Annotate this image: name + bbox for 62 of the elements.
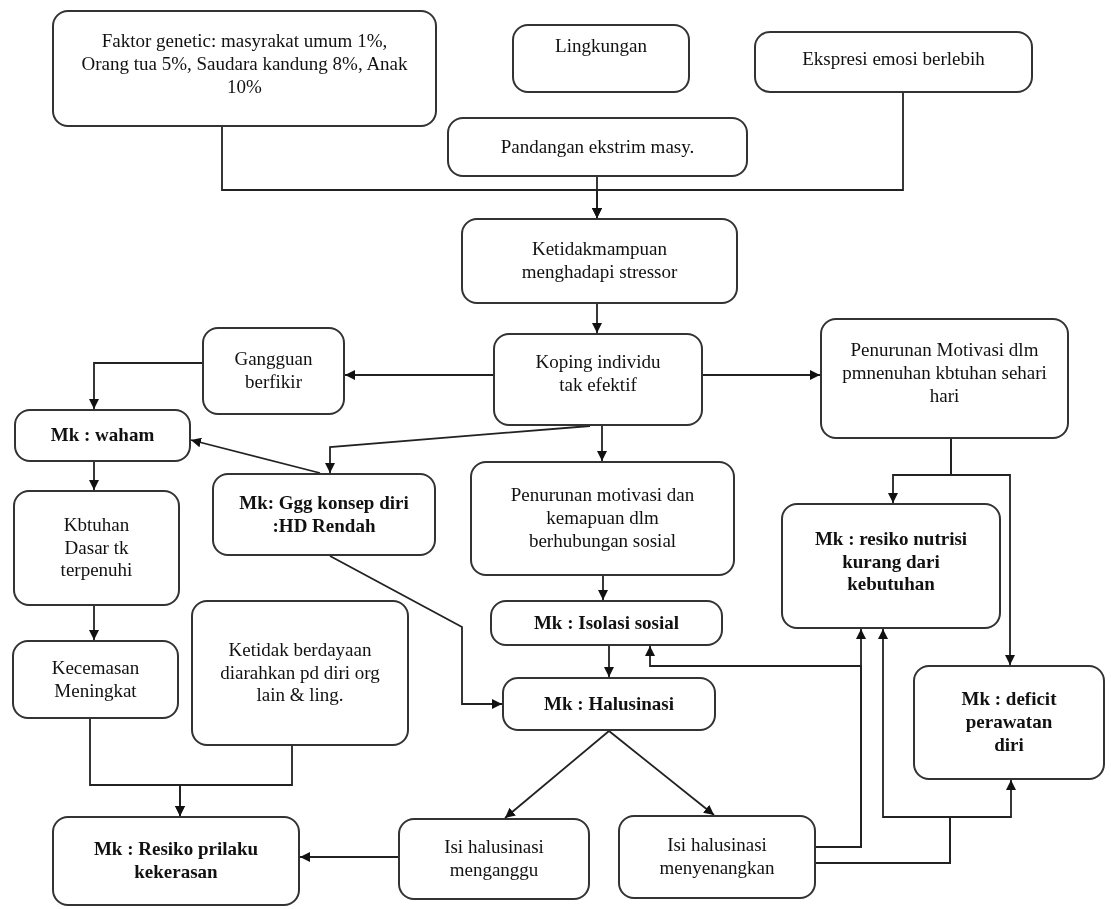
arrow: [504, 730, 610, 819]
arrow: [592, 303, 602, 334]
node-label: Pandangan ekstrim masy.: [500, 135, 695, 159]
diagnosis-box: [14, 409, 191, 462]
node-label: Ketidak berdayaan diarahkan pd diri org lain & ling.: [219, 638, 381, 708]
arrow: [592, 92, 904, 219]
node-label: Kbtuhan Dasar tk terpenuhi: [59, 513, 134, 583]
arrow: [89, 362, 203, 410]
arrow: [175, 745, 293, 817]
node-label: Mk : resiko nutrisi kurang dari kebutuhan: [813, 527, 969, 597]
arrow: [950, 438, 1015, 666]
node-label: Kecemasan Meningkat: [50, 656, 141, 703]
arrow: [325, 425, 591, 474]
process-box: [493, 333, 703, 426]
arrow: [608, 730, 715, 816]
process-box: [12, 640, 179, 719]
process-box: [52, 10, 437, 127]
diagnosis-box: [52, 816, 300, 906]
arrow: [702, 370, 821, 380]
arrow: [604, 645, 614, 678]
node-label: Lingkungan: [555, 35, 647, 58]
arrow: [89, 605, 99, 641]
diagnosis-box: [212, 473, 436, 556]
diagnosis-box: [490, 600, 723, 646]
diagnosis-box: [781, 503, 1001, 629]
arrow: [598, 575, 608, 601]
process-box: [398, 818, 590, 900]
node-label: Mk : waham: [50, 424, 155, 447]
arrow: [299, 852, 399, 862]
diagnosis-box: [502, 677, 716, 731]
node-label: Penurunan motivasi dan kemapuan dlm berhubungan sosial: [509, 484, 696, 553]
arrow: [344, 370, 494, 380]
process-box: [202, 327, 345, 415]
process-box: [461, 218, 738, 304]
process-box: [13, 490, 180, 606]
arrow: [597, 425, 607, 462]
node-label: Ketidakmampuan menghadapi stressor: [520, 238, 679, 284]
node-label: Mk: Ggg konsep diri :HD Rendah: [238, 491, 410, 538]
node-label: Faktor genetic: masyrakat umum 1%, Orang tua 5%, Saudara kandung 8%, Anak 10%: [80, 30, 409, 99]
node-label: Koping individu tak efektif: [535, 350, 661, 397]
node-label: Mk : Isolasi sosial: [533, 611, 680, 635]
process-box: [191, 600, 409, 746]
node-label: Mk : Halusinasi: [544, 692, 674, 716]
arrow: [645, 645, 862, 848]
process-box: [820, 318, 1069, 439]
diagnosis-box: [913, 665, 1105, 780]
arrow: [89, 461, 99, 491]
node-label: Ekspresi emosi berlebih: [802, 47, 985, 71]
process-box: [754, 31, 1033, 93]
arrow: [815, 779, 1016, 864]
node-label: Gangguan berfikir: [233, 348, 314, 394]
node-label: Mk : Resiko prilaku kekerasan: [92, 838, 260, 884]
arrow: [190, 437, 321, 474]
node-label: Isi halusinasi menganggu: [443, 836, 545, 882]
process-box: [470, 461, 735, 576]
arrow: [329, 555, 503, 709]
process-box: [618, 815, 816, 899]
process-box: [447, 117, 748, 177]
node-label: Isi halusinasi menyenangkan: [658, 834, 776, 880]
process-box: [512, 24, 690, 93]
node-label: Mk : deficit perawatan diri: [960, 688, 1058, 757]
node-label: Penurunan Motivasi dlm pmnenuhan kbtuhan sehari hari: [841, 339, 1048, 408]
